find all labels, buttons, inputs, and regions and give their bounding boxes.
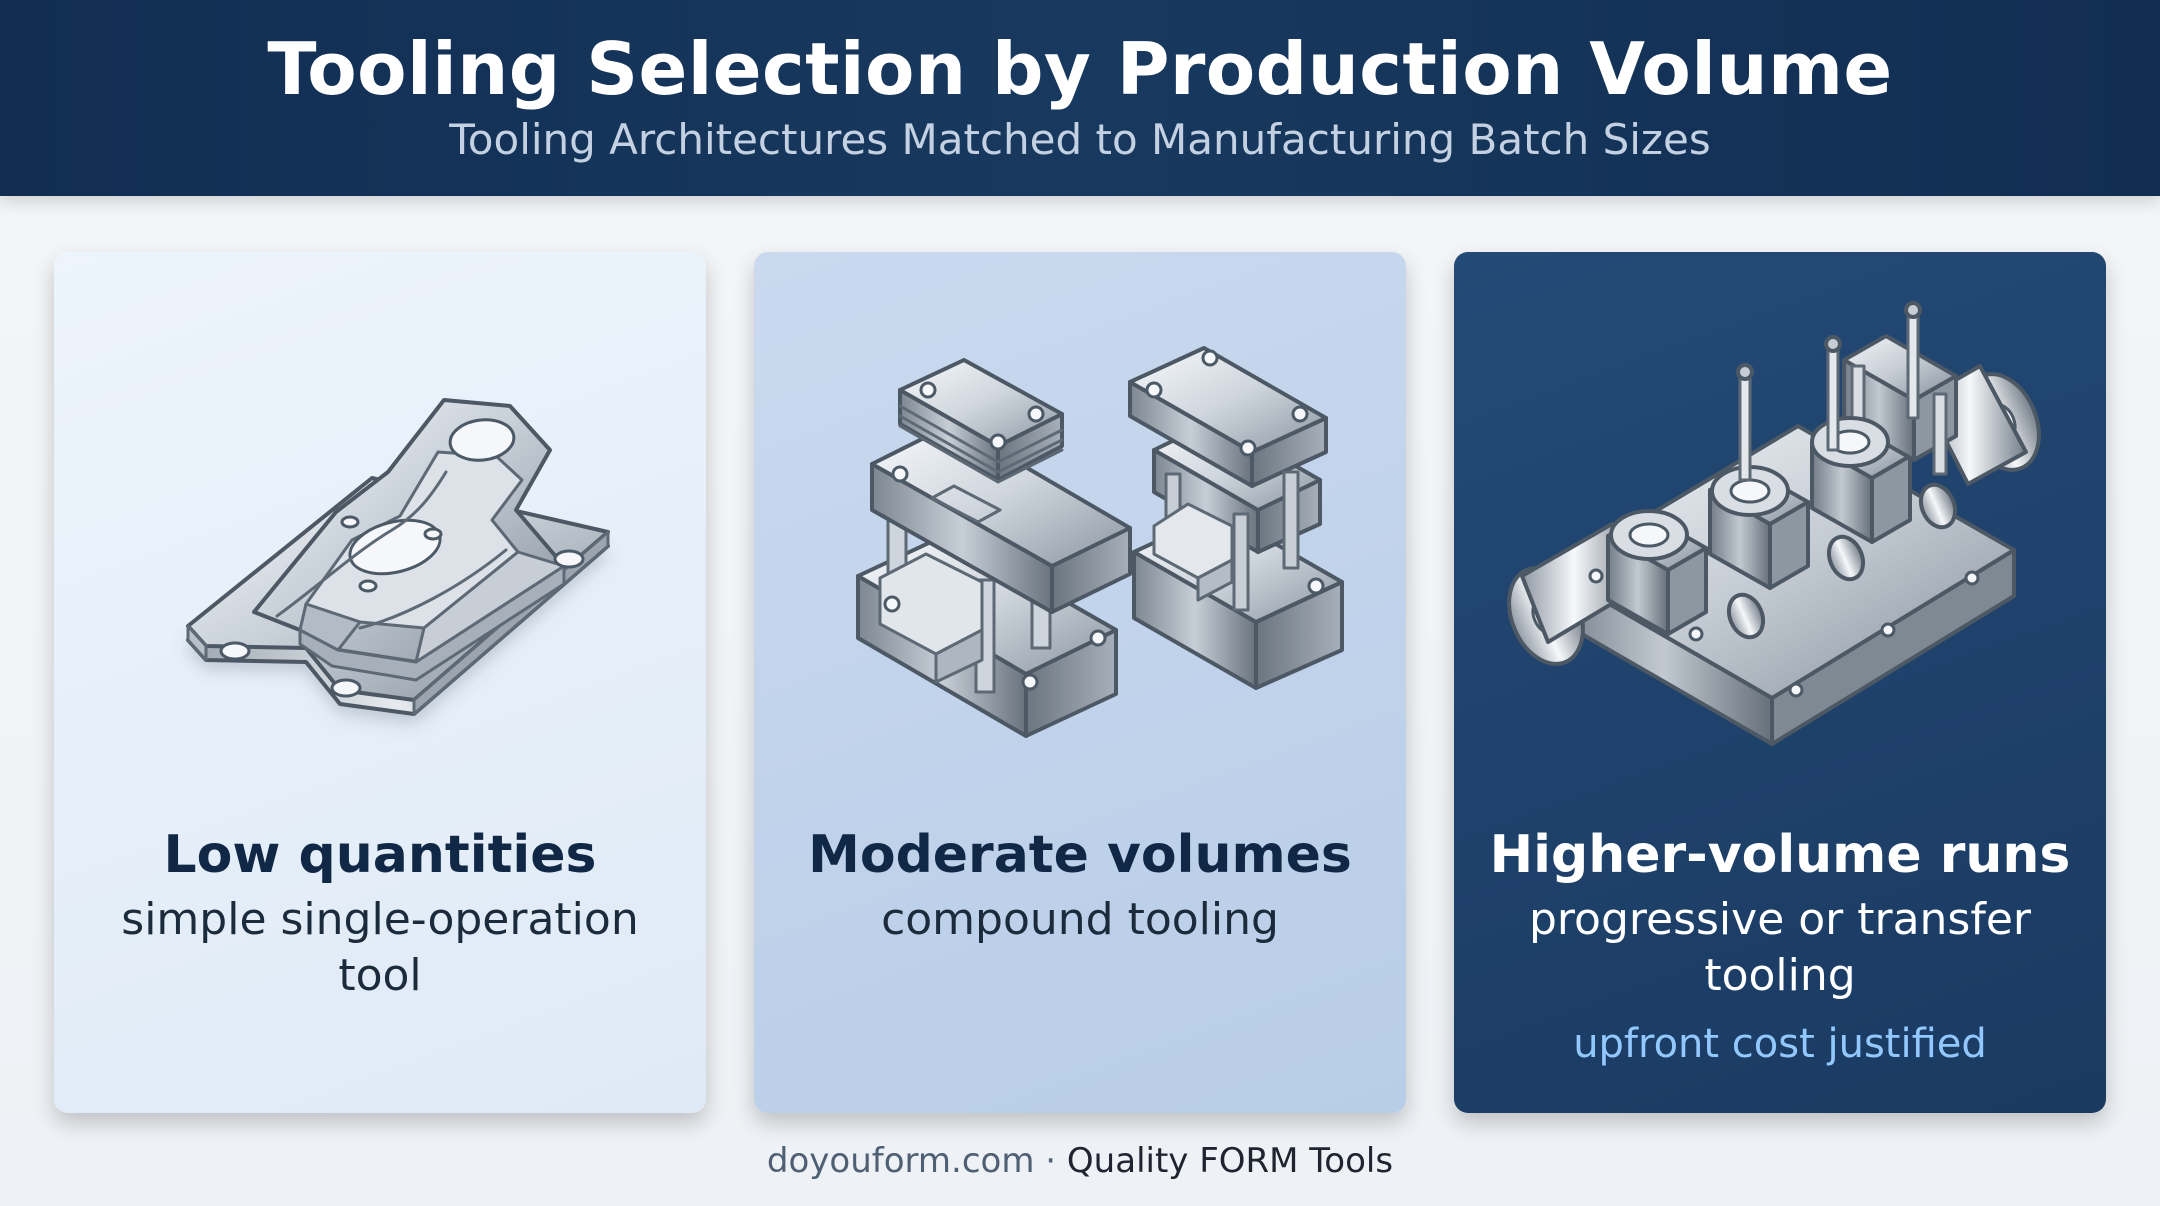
card-description: compound tooling xyxy=(881,894,1279,945)
card-description: progressive or transfer tooling xyxy=(1528,894,2032,1001)
footer-brand: Quality FORM Tools xyxy=(1066,1141,1394,1181)
card-title: Moderate volumes xyxy=(808,825,1352,885)
card-description: simple single-operation tool xyxy=(121,894,639,1001)
card-low-quantities: Low quantities simple single-operation t… xyxy=(54,252,706,1113)
card-moderate-volumes: Moderate volumes compound tooling xyxy=(754,252,1406,1113)
footer: doyouform.com · Quality FORM Tools xyxy=(0,1137,2160,1185)
card-title: Higher-volume runs xyxy=(1489,825,2071,885)
page-title: Tooling Selection by Production Volume xyxy=(267,27,1893,111)
page-subtitle: Tooling Architectures Matched to Manufac… xyxy=(449,115,1711,164)
card-higher-volume-runs: Higher-volume runs progressive or transf… xyxy=(1454,252,2106,1113)
page-header: Tooling Selection by Production Volume T… xyxy=(0,0,2160,196)
compound-die-icon xyxy=(856,346,1344,738)
card-note: upfront cost justified xyxy=(1573,1021,1987,1067)
footer-domain: doyouform.com xyxy=(766,1141,1035,1181)
stamped-bracket-icon xyxy=(186,398,610,716)
progressive-tooling-icon xyxy=(1507,301,2041,746)
footer-separator: · xyxy=(1045,1141,1057,1181)
card-title: Low quantities xyxy=(163,825,597,885)
